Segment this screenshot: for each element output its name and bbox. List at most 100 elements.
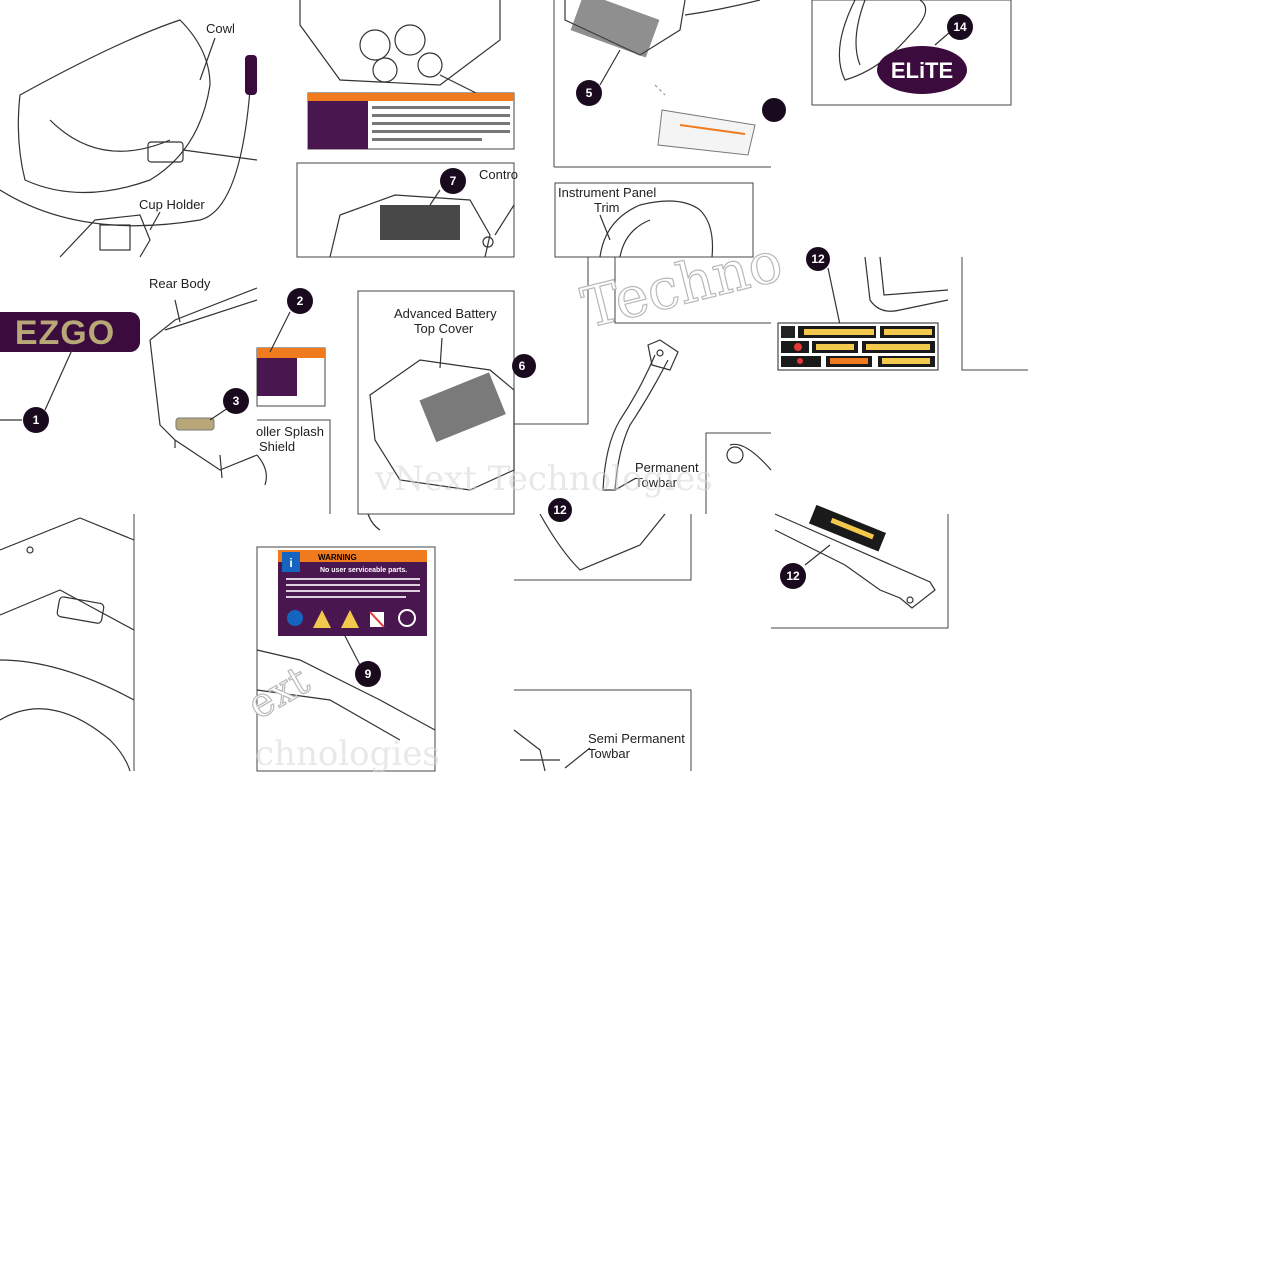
svg-text:3: 3 [233,394,240,408]
callout-9: 9 [355,661,381,687]
controller-frame [296,162,515,258]
callout-12-decal-sheet: 12 [806,247,830,271]
ezgo-logo-text: EZGO [15,314,115,352]
controller-callout-leader [429,189,441,206]
dash-sticker [657,109,756,156]
towbar-decal-hole [906,596,914,604]
towbar-bottom-frame [514,514,692,581]
cowl-label-leader [199,37,216,81]
svg-text:9: 9 [365,667,372,681]
elite-callout-leader [934,31,951,46]
eye-protection-icon [287,610,303,626]
splash-shield-edge [256,454,267,486]
battery-cover-leader [439,337,443,369]
dash-decal [570,0,660,58]
console-decal-header [308,93,514,101]
cup-holder-label: Cup Holder [139,197,205,212]
callout-1: 1 [23,407,49,433]
towbar-mount [539,513,666,571]
warning-text-lines [286,578,420,598]
no-disposal-slash [369,611,385,628]
battery-warning-frame [256,546,436,772]
callout-2: 2 [287,288,313,314]
svg-text:1: 1 [33,413,40,427]
permanent-towbar-label-2: Towbar [635,475,678,490]
instrument-panel-leader [599,214,611,241]
rear-body-top-inner [164,299,258,331]
callout-7: 7 [440,168,466,194]
console-decal-sidebar [308,101,368,149]
rear-body-badge-leader [209,407,229,421]
battery-warning-header [278,550,427,562]
elite-body-inner [855,0,866,66]
dash-sticker-leader [654,84,666,96]
towbar-decal-tile [771,504,949,629]
towbar-frame-left [514,257,589,425]
callouts: 1 2 3 5 6 7 9 12 [23,14,973,687]
decal-sheet-bracket-inner [879,256,949,296]
battery-cover-label-2: Top Cover [414,321,474,336]
fender-arch [0,708,131,772]
elite-tile: ELiTE [811,0,1012,106]
hazard-triangle-icon-2 [341,610,359,628]
rear-body-leader [174,299,181,323]
cup-hole-3 [372,57,398,83]
splash-shield-frame [257,419,331,514]
battery-warning-tile: i WARNING No user serviceable parts. [256,513,436,772]
dash-tile: Instrument Panel Trim [553,0,771,258]
controller-decal [380,205,460,240]
info-icon-glyph: i [289,556,292,570]
battery-box-edge-2 [256,689,401,741]
instrument-panel-trim-inner [619,219,651,258]
body-bottom-top-edge [0,517,135,551]
rear-warning-decal-body [257,358,297,396]
rear-warning-decal-header [257,348,325,358]
cowl-outline [0,89,251,227]
decal-sheet-tile [777,256,1028,371]
cup-hole-4 [417,52,443,78]
towbar-decal-frame [771,514,949,629]
towbar-decal-leader [804,544,831,566]
cowl-badge-slot [147,141,184,163]
watermark-vnext: vNext Technologies [374,459,713,499]
semi-towbar-eye [726,446,744,464]
cup-hole-1 [359,29,391,61]
towbar-decal-sticker-stripe [830,517,875,540]
semi-towbar-leader [564,747,591,769]
semi-towbar-arm [729,443,772,471]
rear-body-leg-2 [219,454,223,479]
cowl-leader [182,149,258,161]
callout-14: 14 [947,14,973,40]
elite-frame [811,0,1012,106]
decal-tile: Contro [296,0,518,258]
body-bottom-hole [26,546,34,554]
cup-holder-recess [99,224,131,251]
console-outline [299,0,501,86]
decal-sheet-frame [961,257,1028,371]
svg-text:12: 12 [553,503,567,517]
body-bottom-tile [0,514,135,772]
callout-partial-edge [762,98,786,122]
battery-tile: oller Splash Shield Advanced Battery Top… [256,290,515,515]
instrument-panel-frame [554,182,754,258]
hazard-triangle-icon-1 [313,610,331,628]
svg-text:14: 14 [953,20,967,34]
cup-holder-shape [59,214,151,258]
controller-label: Contro [479,167,518,182]
rear-body-top [149,287,258,341]
body-bottom-curve [0,659,135,701]
battery-cover [369,359,515,491]
elite-body-shape [838,0,927,81]
battery-warning-edge [367,513,381,531]
towbar-frame-top [614,257,771,324]
battery-warning-leader [344,635,361,666]
cowl-body [17,19,211,194]
info-icon [282,552,300,572]
semi-towbar-label-1: Semi Permanent [588,731,685,746]
controller-body [329,194,491,258]
controller-label-leader [494,204,515,236]
controller-terminal [482,236,494,248]
watermark-technologies: chnologies [255,734,440,774]
battery-box-edge [256,649,436,731]
